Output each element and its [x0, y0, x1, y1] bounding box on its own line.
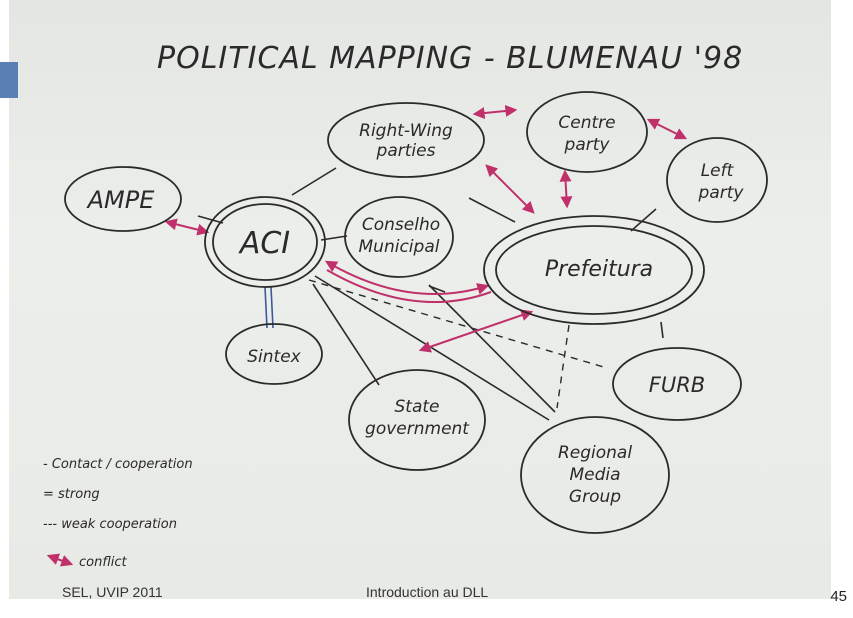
line-rightwing-prefeitura [468, 197, 516, 223]
label-conselho-1: Conselho [362, 215, 440, 235]
slide-accent-band [0, 62, 18, 98]
legend-conflict-arrow [46, 553, 74, 567]
conflict-rightwing-centre [472, 104, 518, 120]
political-map-diagram: POLITICAL MAPPING - BLUMENAU '98 [43, 41, 768, 570]
node-left-ellipse [666, 137, 768, 223]
node-state-ellipse [348, 369, 486, 471]
node-shapes [64, 91, 768, 534]
conflict-ampe-aci [164, 218, 210, 236]
conflict-centre-prefeitura [559, 169, 573, 209]
node-aci-outer [204, 196, 326, 288]
node-prefeitura-inner [495, 225, 693, 315]
weak-lines [308, 279, 608, 409]
node-aci-inner [212, 203, 318, 281]
line-prefeitura-furb [660, 321, 664, 339]
footer-course: SEL, UVIP 2011 [62, 584, 163, 600]
conflict-arrows [164, 104, 688, 353]
node-sintex-ellipse [225, 323, 323, 385]
node-labels: Right-Wing parties Centre party Left par… [86, 113, 745, 507]
legend-weak: --- weak cooperation [43, 517, 177, 532]
footer-title: Introduction au DLL [366, 584, 489, 600]
conflict-state-prefeitura [418, 309, 534, 353]
label-aci: ACI [238, 226, 290, 261]
legend-strong: = strong [43, 487, 100, 502]
node-media-ellipse [520, 416, 670, 534]
label-conselho-2: Municipal [359, 237, 440, 257]
node-conselho-ellipse [344, 196, 454, 278]
node-rightwing-ellipse [327, 102, 485, 178]
conflict-rightwing-prefeitura [485, 164, 535, 214]
diagram-title: POLITICAL MAPPING - BLUMENAU '98 [157, 41, 743, 76]
line-ampe-aci [197, 215, 224, 224]
label-state-1: State [395, 397, 440, 417]
line-aci-rightwing [291, 167, 337, 196]
line-left-prefeitura [630, 208, 657, 232]
legend: - Contact / cooperation = strong --- wea… [43, 457, 193, 570]
node-ampe-ellipse [64, 166, 182, 232]
line-aci-sintex [264, 286, 268, 329]
label-left-2: party [698, 183, 745, 203]
conflict-centre-left [646, 118, 688, 140]
label-rightwing-1: Right-Wing [359, 121, 453, 141]
line-prefeitura-media-weak [556, 324, 570, 409]
label-sintex: Sintex [247, 347, 301, 367]
label-rightwing-2: parties [376, 141, 436, 161]
legend-conflict: conflict [79, 555, 127, 570]
label-media-2: Media [569, 465, 620, 485]
label-furb: FURB [649, 373, 705, 397]
label-centre-2: party [564, 135, 611, 155]
label-prefeitura: Prefeitura [545, 257, 653, 282]
slide-margin [0, 0, 9, 618]
legend-contact: - Contact / cooperation [43, 457, 193, 472]
label-state-2: government [365, 419, 470, 439]
conflict-aci-prefeitura [324, 260, 490, 295]
label-centre-1: Centre [558, 113, 615, 133]
node-furb-ellipse [612, 347, 742, 421]
label-ampe: AMPE [86, 186, 156, 214]
node-centre-ellipse [526, 91, 648, 173]
line-aci-state [312, 283, 380, 386]
label-media-1: Regional [558, 443, 632, 463]
label-left-1: Left [701, 161, 735, 181]
whiteboard-photo: POLITICAL MAPPING - BLUMENAU '98 [9, 0, 831, 599]
line-conselho-media [428, 284, 556, 413]
node-prefeitura-outer [483, 215, 705, 325]
label-media-3: Group [569, 487, 621, 507]
page-number: 45 [830, 588, 847, 605]
